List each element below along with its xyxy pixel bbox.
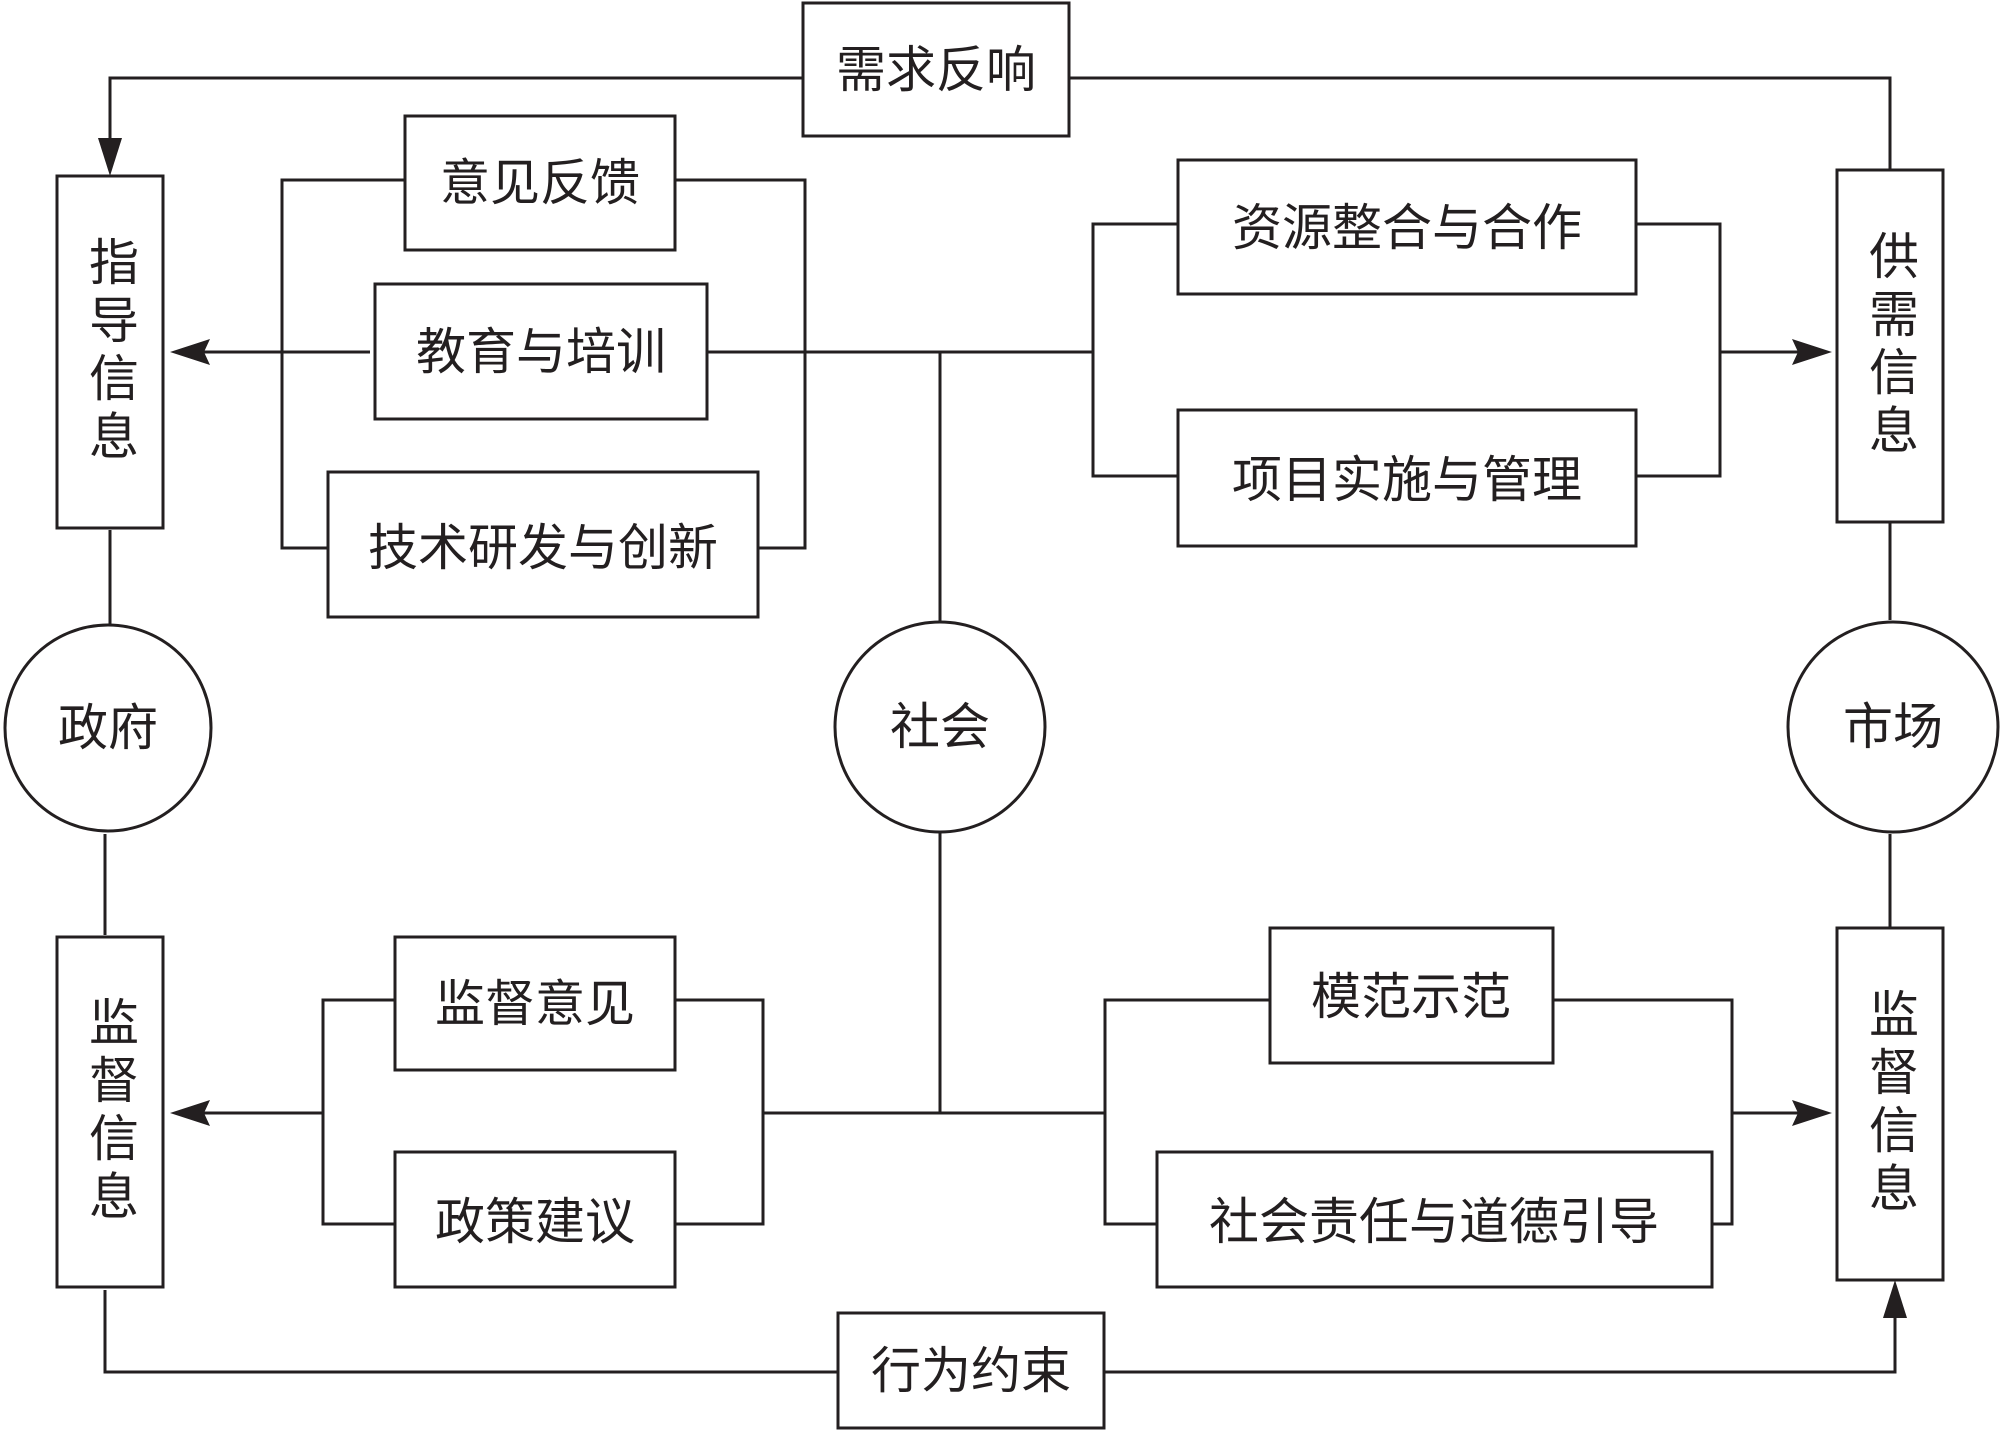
supply-demand-info-box: 供需信息: [1835, 168, 1945, 524]
lower-right-bracket-left: [1103, 998, 1270, 1226]
government-node: 政府: [3, 623, 213, 833]
top-loop-label: 需求反响: [836, 41, 1036, 99]
arrow-left-supervision-icon: [170, 1100, 210, 1126]
social-responsibility-label: 社会责任与道德引导: [1209, 1193, 1659, 1251]
lower-left-group: 监督意见 政策建议: [393, 935, 677, 1289]
guidance-info-box: 指导信息: [55, 174, 165, 530]
tech-rnd-label: 技术研发与创新: [368, 519, 718, 577]
upper-right-bracket-left: [1091, 222, 1178, 478]
policy-suggestion-label: 政策建议: [435, 1193, 635, 1251]
society-node: 社会: [833, 620, 1047, 834]
opinion-feedback-label: 意见反馈: [440, 154, 640, 212]
upper-right-bracket-right: [1636, 222, 1722, 478]
lower-right-group: 模范示范 社会责任与道德引导: [1155, 926, 1714, 1289]
upper-left-group: 意见反馈 教育与培训 技术研发与创新: [326, 114, 760, 619]
supervision-info-right-box: 监督信息: [1835, 926, 1945, 1282]
upper-right-group: 资源整合与合作 项目实施与管理: [1176, 158, 1638, 548]
society-label: 社会: [890, 698, 990, 756]
supervision-info-left-label: 监督信息: [81, 996, 139, 1228]
lower-right-bracket-right: [1553, 998, 1734, 1226]
resource-integration-label: 资源整合与合作: [1232, 199, 1582, 257]
project-management-label: 项目实施与管理: [1232, 451, 1582, 509]
model-demonstration-label: 模范示范: [1311, 968, 1511, 1026]
market-node: 市场: [1786, 620, 2000, 834]
arrow-right-supply-icon: [1792, 339, 1832, 365]
top-loop-box: 需求反响: [801, 1, 1071, 138]
education-training-label: 教育与培训: [416, 323, 666, 381]
supervision-info-left-box: 监督信息: [55, 935, 165, 1289]
arrow-left-guidance-icon: [170, 339, 210, 365]
lower-left-bracket-left: [321, 998, 395, 1226]
arrow-down-guidance-icon: [98, 138, 122, 176]
lower-left-bracket-right: [675, 998, 765, 1226]
market-label: 市场: [1843, 698, 1943, 756]
supervision-opinion-label: 监督意见: [435, 975, 635, 1033]
upper-left-bracket-right: [675, 178, 807, 550]
connector-lines: [103, 76, 1897, 1374]
government-label: 政府: [58, 699, 158, 757]
supply-demand-info-label: 供需信息: [1861, 230, 1919, 462]
guidance-info-label: 指导信息: [81, 236, 139, 468]
arrow-up-supervision-icon: [1883, 1280, 1907, 1318]
upper-left-bracket-left: [280, 178, 405, 550]
supervision-info-right-label: 监督信息: [1861, 988, 1919, 1220]
arrow-right-supervision-icon: [1792, 1100, 1832, 1126]
bottom-loop-label: 行为约束: [871, 1342, 1071, 1400]
bottom-loop-box: 行为约束: [836, 1311, 1106, 1430]
arrowheads: [98, 138, 1907, 1318]
